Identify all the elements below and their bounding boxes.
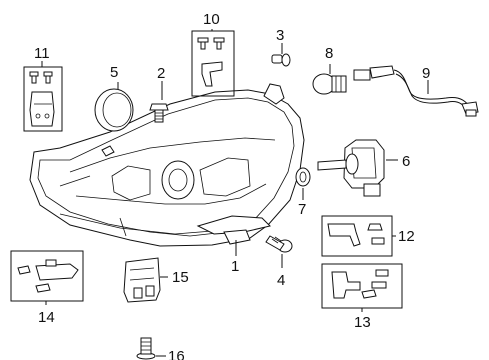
callout-13: 13 [354, 314, 371, 331]
socket-harness-part-9 [353, 65, 479, 117]
callout-2: 2 [157, 65, 165, 82]
callout-14: 14 [38, 309, 55, 326]
callout-12: 12 [398, 228, 415, 245]
bolt-part-4 [265, 235, 293, 253]
washer-part-7 [295, 167, 311, 187]
actuator-part-6 [317, 139, 385, 197]
callout-15: 15 [172, 269, 189, 286]
part-14-kit-box [10, 250, 84, 302]
part-11-kit-box [23, 66, 63, 132]
bolt-part-16 [136, 337, 156, 360]
part-10-kit-box [191, 30, 235, 97]
callout-1: 1 [231, 258, 239, 275]
grommet-part-3 [271, 53, 291, 67]
bracket-part-15 [123, 257, 161, 303]
callout-11: 11 [34, 45, 50, 62]
callout-9: 9 [422, 65, 430, 82]
callout-16: 16 [168, 348, 185, 360]
callout-10: 10 [203, 11, 220, 28]
callout-6: 6 [402, 153, 410, 170]
headlamp-assembly [29, 83, 305, 247]
callout-8: 8 [325, 45, 333, 62]
part-13-kit-box [321, 263, 403, 309]
cap-part-5 [94, 88, 134, 132]
callout-3: 3 [276, 27, 284, 44]
screw-part-2 [149, 103, 169, 123]
part-12-kit-box [321, 215, 393, 257]
callout-7: 7 [298, 201, 306, 218]
callout-4: 4 [277, 272, 285, 289]
callout-5: 5 [110, 64, 118, 81]
leader-lines [41, 29, 429, 357]
bulb-part-8 [312, 73, 347, 95]
callout-labels: 1 2 3 4 5 6 7 8 9 10 11 12 13 14 15 16 [34, 11, 430, 360]
